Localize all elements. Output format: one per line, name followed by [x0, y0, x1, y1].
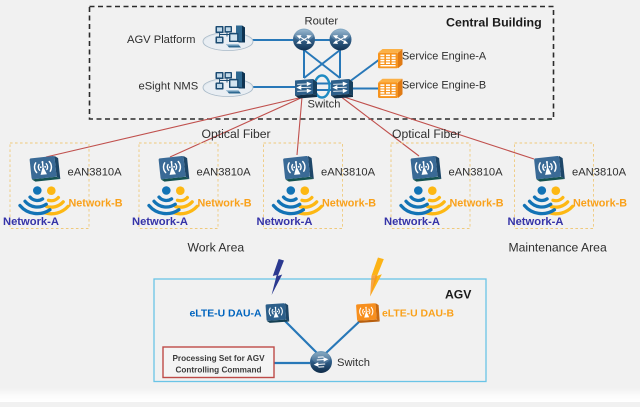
- svg-text:Network-B: Network-B: [322, 198, 376, 210]
- svg-text:Network-A: Network-A: [132, 216, 188, 228]
- svg-text:eAN3810A: eAN3810A: [321, 167, 376, 179]
- svg-text:Work Area: Work Area: [188, 241, 245, 255]
- svg-text:Service Engine-A: Service Engine-A: [402, 51, 487, 63]
- svg-text:eLTE-U DAU-B: eLTE-U DAU-B: [382, 309, 454, 320]
- svg-text:eAN3810A: eAN3810A: [572, 167, 627, 179]
- svg-text:Maintenance Area: Maintenance Area: [509, 241, 607, 255]
- svg-text:eLTE-U DAU-A: eLTE-U DAU-A: [190, 309, 262, 320]
- svg-text:eAN3810A: eAN3810A: [68, 167, 123, 179]
- svg-text:AGV: AGV: [445, 288, 472, 302]
- svg-text:Central Building: Central Building: [446, 16, 542, 30]
- svg-text:Service Engine-B: Service Engine-B: [402, 80, 486, 92]
- svg-text:Network-A: Network-A: [384, 216, 440, 228]
- svg-text:eAN3810A: eAN3810A: [449, 167, 504, 179]
- svg-text:Optical Fiber: Optical Fiber: [202, 127, 271, 141]
- svg-text:Optical Fiber: Optical Fiber: [392, 127, 461, 141]
- svg-text:AGV Platform: AGV Platform: [127, 34, 195, 46]
- svg-text:Switch: Switch: [308, 99, 341, 111]
- svg-text:Network-A: Network-A: [508, 216, 564, 228]
- svg-text:Network-A: Network-A: [3, 216, 59, 228]
- svg-text:eSight NMS: eSight NMS: [139, 81, 199, 93]
- svg-text:Switch: Switch: [337, 357, 370, 369]
- svg-text:Network-B: Network-B: [69, 198, 123, 210]
- svg-text:Network-B: Network-B: [198, 198, 252, 210]
- svg-text:Network-B: Network-B: [450, 198, 504, 210]
- svg-text:Network-A: Network-A: [257, 216, 313, 228]
- svg-text:Controlling Command: Controlling Command: [176, 365, 262, 374]
- svg-text:Network-B: Network-B: [573, 198, 627, 210]
- svg-text:Router: Router: [305, 16, 339, 28]
- svg-text:Processing Set for AGV: Processing Set for AGV: [172, 354, 265, 363]
- svg-text:eAN3810A: eAN3810A: [197, 167, 252, 179]
